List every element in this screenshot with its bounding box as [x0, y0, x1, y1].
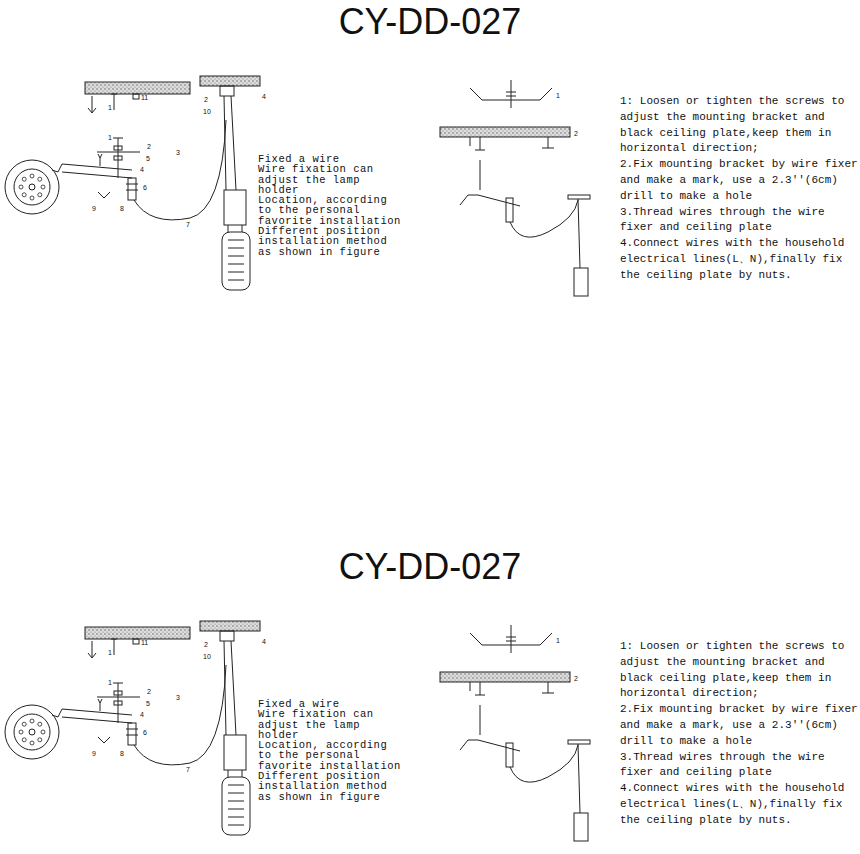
callout-number: 2	[574, 130, 578, 138]
step-text: 1: Loosen or tighten the screws to adjus…	[620, 94, 859, 157]
plate-hole	[38, 193, 42, 197]
callout-number: 10	[203, 653, 211, 661]
callout-number: 7	[186, 766, 190, 774]
note-text: Different position installation method a…	[258, 226, 405, 257]
step-text: 3.Thread wires through the wire fixer an…	[620, 750, 859, 782]
title: CY-DD-027	[0, 2, 860, 42]
plate-hole	[30, 196, 34, 200]
note-text: Fixed a wire	[258, 699, 405, 709]
note-text: Wire fixation can adjust the lamp holder	[258, 709, 405, 740]
callout-number: 5	[146, 155, 150, 163]
callout-number: 3	[176, 694, 180, 702]
callout-number: 7	[186, 221, 190, 229]
plate-hole	[38, 738, 42, 742]
step-text: 2.Fix mounting bracket by wire fixer and…	[620, 702, 859, 749]
plate-hole	[19, 185, 23, 189]
callout-number: 6	[143, 729, 147, 737]
step-text: 2.Fix mounting bracket by wire fixer and…	[620, 157, 859, 204]
callout-number: 10	[203, 108, 211, 116]
plate-hole	[38, 722, 42, 726]
step-text: 1: Loosen or tighten the screws to adjus…	[620, 639, 859, 702]
callout-number: 2	[147, 143, 151, 151]
note-text: Fixed a wire	[258, 154, 405, 164]
callout-number: 4	[262, 638, 266, 646]
callout-number: 9	[92, 205, 96, 213]
plate-hole	[30, 719, 34, 723]
callout-number: 2	[204, 641, 208, 649]
plate-hole	[41, 185, 45, 189]
callout-number: 3	[176, 149, 180, 157]
callout-number: 6	[143, 184, 147, 192]
callout-number: 11	[141, 639, 148, 647]
plate-hole	[22, 722, 26, 726]
plate-hole	[22, 193, 26, 197]
callout-number: 1	[556, 92, 560, 100]
callout-number: 8	[120, 750, 124, 758]
step-text: 4.Connect wires with the household elect…	[620, 781, 859, 828]
callout-number: 1	[108, 104, 112, 112]
callout-number: 11	[141, 94, 148, 102]
plate-hole	[22, 738, 26, 742]
plate-hole	[30, 741, 34, 745]
callout-number: 1	[556, 637, 560, 645]
callout-number: 2	[147, 688, 151, 696]
callout-number: 4	[140, 711, 144, 719]
callout-number: 1	[108, 679, 112, 687]
note-text: Wire fixation can adjust the lamp holder	[258, 164, 405, 195]
plate-hole	[41, 730, 45, 734]
callout-number: 9	[92, 750, 96, 758]
callout-number: 8	[120, 205, 124, 213]
callout-number: 1	[108, 134, 112, 142]
callout-number: 1	[108, 649, 112, 657]
callout-number: 4	[140, 166, 144, 174]
callout-number: 4	[262, 93, 266, 101]
step-text: 3.Thread wires through the wire fixer an…	[620, 205, 859, 237]
plate-hole	[30, 174, 34, 178]
note-text: Location, according to the personal favo…	[258, 195, 405, 226]
plate-hole	[22, 177, 26, 181]
note-text: Location, according to the personal favo…	[258, 740, 405, 771]
callout-number: 2	[574, 675, 578, 683]
note-text: Different position installation method a…	[258, 771, 405, 802]
plate-hole	[19, 730, 23, 734]
callout-number: 2	[204, 96, 208, 104]
callout-number: 5	[146, 700, 150, 708]
title: CY-DD-027	[0, 547, 860, 587]
plate-hole	[38, 177, 42, 181]
step-text: 4.Connect wires with the household elect…	[620, 236, 859, 283]
